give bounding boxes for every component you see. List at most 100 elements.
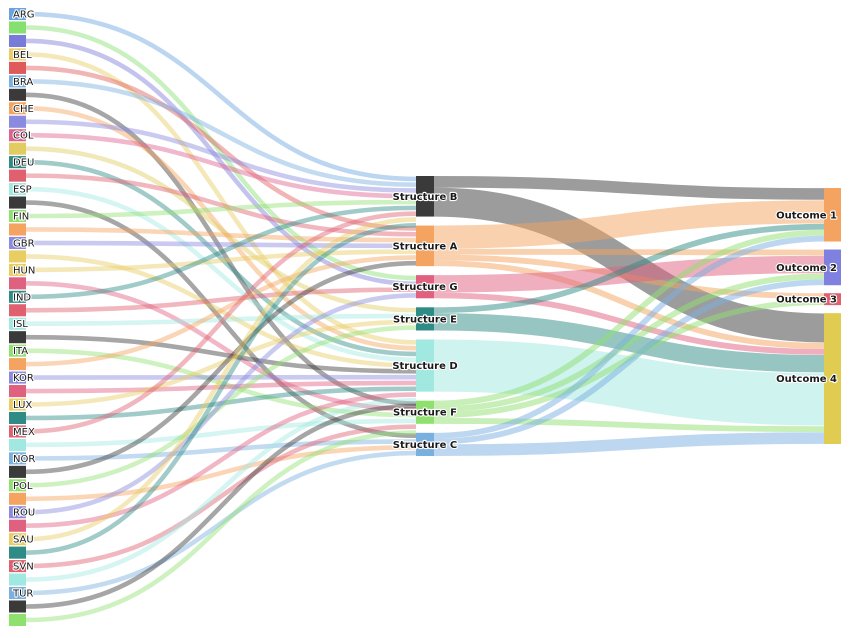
label-outcome-4: Outcome 4 xyxy=(776,374,837,385)
node-structure-d xyxy=(416,339,434,392)
flow-isl-to-structure-e xyxy=(25,313,417,327)
label-sau: SAU xyxy=(13,535,34,546)
node-lux xyxy=(9,398,26,411)
flow-structure-a-to-outcome-1 xyxy=(433,200,825,249)
flow-nld-to-structure-f xyxy=(25,418,417,448)
flow-svk-to-structure-b xyxy=(25,222,417,555)
flow-esp-to-structure-d xyxy=(25,186,417,363)
label-structure-c: Structure C xyxy=(393,440,457,451)
node-prt xyxy=(9,492,26,505)
node-col xyxy=(9,129,26,142)
flow-structure-g-to-outcome-2 xyxy=(433,255,825,293)
flow-bel-to-structure-d xyxy=(25,52,417,345)
node-deu xyxy=(9,156,26,169)
flow-deu-to-structure-d xyxy=(25,159,417,357)
node-outcome-3 xyxy=(824,293,841,306)
flow-arg-to-structure-b xyxy=(25,11,417,182)
flow-structure-f-to-outcome-2 xyxy=(433,273,825,413)
node-structure-b xyxy=(416,176,434,217)
label-outcome-2: Outcome 2 xyxy=(776,263,837,274)
node-chn xyxy=(9,115,26,128)
flow-dnk-to-structure-a xyxy=(25,173,417,237)
nodes xyxy=(9,8,841,626)
flow-pol-to-structure-e xyxy=(25,325,417,488)
label-gbr: GBR xyxy=(13,238,35,249)
flow-isr-to-structure-d xyxy=(25,334,417,374)
node-bra xyxy=(9,75,26,88)
flow-structure-e-to-outcome-1 xyxy=(433,223,825,314)
node-gbr xyxy=(9,236,26,249)
node-zaf xyxy=(9,613,26,626)
node-grc xyxy=(9,250,26,263)
flow-fra-to-structure-a xyxy=(25,227,417,243)
label-deu: DEU xyxy=(13,158,34,169)
flow-hun-to-structure-a xyxy=(25,249,417,273)
flow-structure-f-to-outcome-1 xyxy=(433,229,825,407)
label-che: CHE xyxy=(13,104,34,115)
label-tur: TUR xyxy=(12,589,33,600)
node-structure-f xyxy=(416,400,434,424)
flow-irl-to-structure-g xyxy=(25,287,417,313)
node-bel xyxy=(9,48,26,61)
flow-chn-to-structure-b xyxy=(25,119,417,193)
node-nld xyxy=(9,438,26,451)
flow-gbr-to-structure-a xyxy=(25,240,417,249)
structure-links xyxy=(433,176,825,456)
label-ita: ITA xyxy=(13,346,28,357)
flow-svn-to-structure-f xyxy=(25,424,417,569)
node-structure-a xyxy=(416,225,434,267)
label-structure-e: Structure E xyxy=(393,314,457,325)
flow-lva-to-structure-d xyxy=(25,386,417,421)
label-structure-d: Structure D xyxy=(392,361,457,372)
label-fin: FIN xyxy=(13,212,29,223)
label-outcome-1: Outcome 1 xyxy=(776,210,837,221)
flow-lux-to-structure-e xyxy=(25,319,417,407)
source-links xyxy=(25,11,417,623)
node-outcome-2 xyxy=(824,249,841,286)
flow-bra-to-structure-b xyxy=(25,79,417,187)
node-lva xyxy=(9,411,26,425)
node-structure-g xyxy=(416,275,434,299)
flow-jpn-to-structure-a xyxy=(25,255,417,367)
node-usa xyxy=(9,600,26,613)
label-structure-g: Structure G xyxy=(392,282,457,293)
label-kor: KOR xyxy=(13,373,34,384)
flow-swe-to-structure-d xyxy=(25,398,417,582)
node-mex xyxy=(9,425,26,438)
node-hun xyxy=(9,263,26,276)
node-svn xyxy=(9,560,26,573)
label-bra: BRA xyxy=(13,77,33,88)
label-esp: ESP xyxy=(13,185,32,196)
label-bel: BEL xyxy=(13,50,32,61)
node-che xyxy=(9,102,26,115)
label-structure-a: Structure A xyxy=(393,241,458,252)
node-swe xyxy=(9,573,26,586)
label-isl: ISL xyxy=(13,319,28,330)
node-ita xyxy=(9,344,26,357)
flow-structure-c-to-outcome-2 xyxy=(433,279,825,445)
flow-sau-to-structure-b xyxy=(25,217,417,542)
flow-che-to-structure-d xyxy=(25,105,417,351)
label-outcome-3: Outcome 3 xyxy=(776,295,837,306)
node-esp xyxy=(9,183,26,196)
node-fin xyxy=(9,209,26,223)
label-nor: NOR xyxy=(13,454,35,465)
node-aut xyxy=(9,34,26,47)
flow-cze-to-structure-e xyxy=(25,146,417,313)
label-svn: SVN xyxy=(13,562,34,573)
flow-ind-to-structure-b xyxy=(25,205,417,300)
node-ind xyxy=(9,290,26,303)
flow-grc-to-structure-d xyxy=(25,254,417,368)
flow-rus-to-structure-d xyxy=(25,392,417,529)
node-aus xyxy=(9,21,26,34)
node-can xyxy=(9,88,26,101)
node-jpn xyxy=(9,358,26,371)
node-nor xyxy=(9,452,26,465)
flow-structure-g-to-outcome-4 xyxy=(433,292,825,355)
node-arg xyxy=(9,8,26,21)
label-lux: LUX xyxy=(13,400,32,411)
label-arg: ARG xyxy=(13,10,35,21)
flow-col-to-structure-b xyxy=(25,132,417,199)
label-pol: POL xyxy=(13,481,33,492)
